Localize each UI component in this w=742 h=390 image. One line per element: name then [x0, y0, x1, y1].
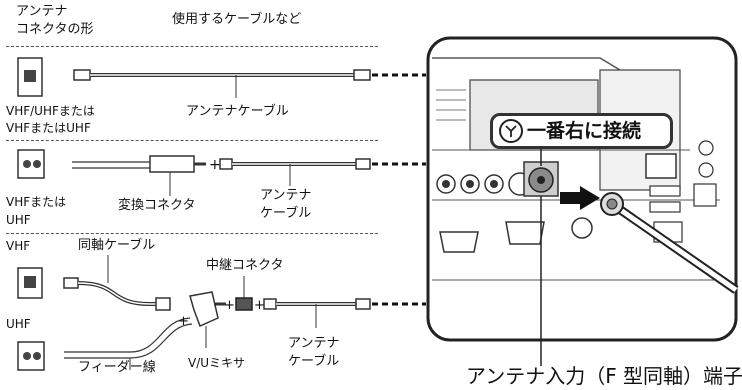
header-connector-label-line2: コネクタの形 [16, 22, 94, 37]
connect-rightmost-callout: 一番右に接続 [490, 113, 673, 149]
separator-row2 [6, 233, 378, 234]
row2-cable-label-line1: アンテナ [260, 188, 312, 203]
row2-cable-label-line2: ケーブル [260, 206, 312, 221]
row3-cable-label-line2: ケーブル [288, 354, 340, 369]
callout-label: 一番右に接続 [527, 120, 642, 142]
row3-relay-label: 中継コネクタ [206, 258, 284, 273]
row3-cable-label-line1: アンテナ [288, 336, 340, 351]
row1-connector-label-line1: VHF/UHFまたは [6, 104, 95, 118]
svg-text:+: + [224, 298, 235, 313]
antenna-icon [499, 119, 523, 143]
svg-text:+: + [178, 314, 189, 329]
separator-row1 [6, 140, 378, 141]
computer-rear-panel [426, 36, 739, 342]
header-connector-label-line1: アンテナ [16, 4, 68, 19]
row2-drawing: + [17, 149, 426, 196]
row3-drawing: + + + [17, 255, 426, 371]
row3-uhf-label: UHF [6, 317, 31, 331]
row2-connector-label-line2: UHF [6, 213, 31, 227]
antenna-input-caption: アンテナ入力（F 型同軸）端子 [466, 364, 742, 388]
svg-text:+: + [254, 298, 265, 313]
svg-text:+: + [209, 157, 221, 173]
separator-header [6, 46, 378, 47]
row2-adapter-label: 変換コネクタ [118, 198, 196, 213]
row3-mixer-label: V/Uミキサ [188, 356, 246, 370]
row2-connector-label-line1: VHFまたは [6, 195, 67, 209]
header-cable-label: 使用するケーブルなど [172, 12, 302, 27]
row3-feeder-label: フィーダー線 [78, 360, 156, 375]
row3-coax-label: 同軸ケーブル [78, 238, 156, 253]
row1-connector-label-line2: VHFまたはUHF [6, 121, 91, 135]
row1-drawing [17, 57, 426, 98]
row3-vhf-label: VHF [6, 239, 31, 253]
row1-cable-label: アンテナケーブル [186, 104, 289, 119]
